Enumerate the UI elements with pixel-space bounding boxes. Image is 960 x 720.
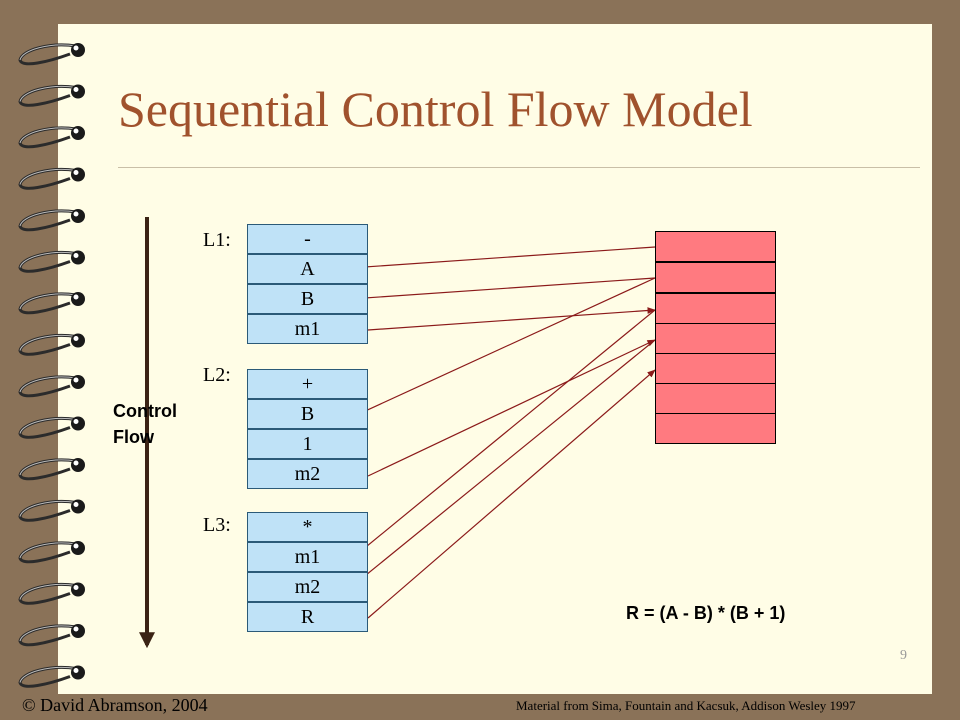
slide-title: Sequential Control Flow Model [118, 81, 753, 137]
label-L2: L2: [203, 364, 231, 386]
source-credit: Material from Sima, Fountain and Kacsuk,… [516, 698, 856, 713]
control-flow-line1: Control [113, 401, 177, 421]
memory-cell [655, 293, 776, 324]
instr-L2-op: + [247, 369, 368, 399]
copyright: © David Abramson, 2004 [22, 695, 208, 715]
page-number: 9 [900, 648, 907, 663]
label-L1: L1: [203, 229, 231, 251]
memory-cell [655, 323, 776, 354]
instr-L2-operand1: B [247, 399, 368, 429]
instr-L1-operand2: B [247, 284, 368, 314]
instr-L3-result: R [247, 602, 368, 632]
equation: R = (A - B) * (B + 1) [626, 603, 786, 623]
arrow-R-to-mem5 [367, 369, 656, 619]
arrow-mem2-to-L3m1 [349, 309, 656, 561]
memory-cell [655, 413, 776, 444]
slide-background [58, 24, 932, 694]
instr-L2-result: m2 [247, 459, 368, 489]
arrow-mem1-to-L2B [349, 277, 656, 419]
memory-cell [655, 262, 776, 293]
arrow-m1-to-mem2 [367, 307, 656, 331]
arrow-mem3-to-L3m2 [349, 339, 656, 589]
arrow-m2-to-mem4 [367, 339, 656, 477]
arrow-mem1-to-B [349, 277, 656, 302]
instr-L1-op: - [247, 224, 368, 254]
instr-L2-operand2: 1 [247, 429, 368, 459]
instr-L3-operand1: m1 [247, 542, 368, 572]
instr-L3-operand2: m2 [247, 572, 368, 602]
instr-L1-operand1: A [247, 254, 368, 284]
control-flow-label: Control Flow [113, 398, 177, 450]
instr-L3-op: * [247, 512, 368, 542]
arrow-mem0-to-A [349, 246, 656, 271]
memory-cell [655, 353, 776, 384]
memory-cell [655, 231, 776, 262]
control-flow-line2: Flow [113, 427, 154, 447]
memory-cell [655, 383, 776, 414]
title-divider [118, 167, 920, 168]
label-L3: L3: [203, 514, 231, 536]
instr-L1-result: m1 [247, 314, 368, 344]
